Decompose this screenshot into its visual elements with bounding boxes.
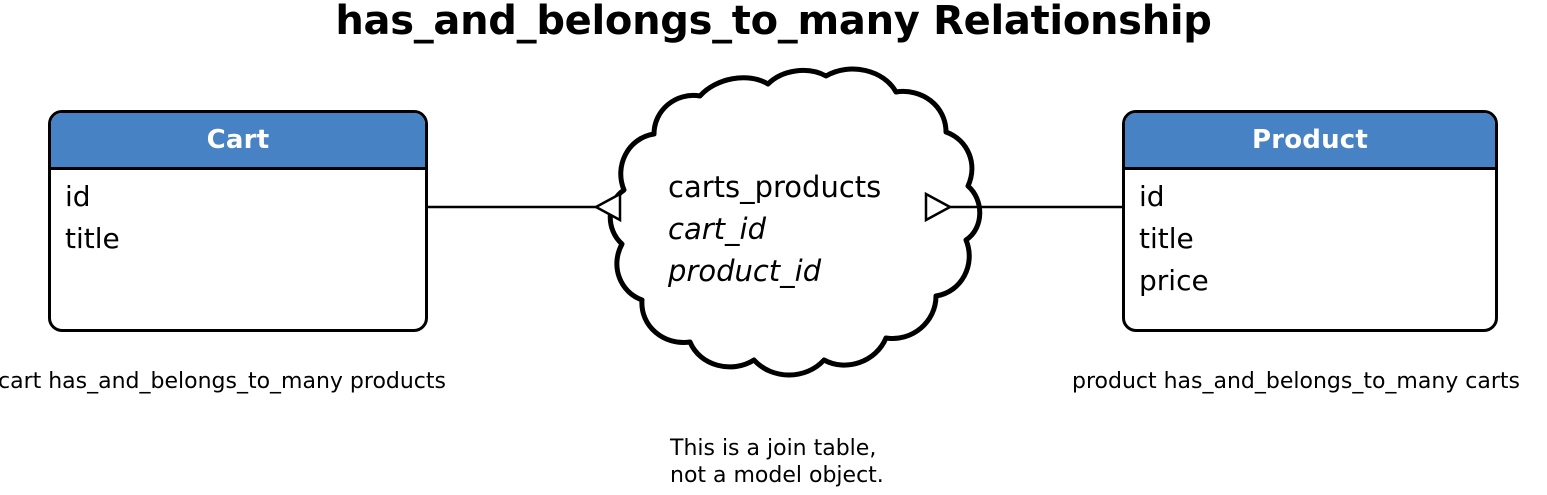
join-table-name: carts_products [668,170,882,204]
entity-cart[interactable]: Cart id title [48,110,428,332]
entity-cart-title: Cart [51,113,425,170]
caption-cart-relationship: cart has_and_belongs_to_many products [0,369,446,394]
join-table-column-product-id: product_id [668,254,822,288]
entity-product-fields: id title price [1125,170,1495,302]
crows-foot-marker-left [593,191,622,223]
join-table-note-line-1: This is a join table, [670,436,877,461]
entity-field: id [65,180,91,213]
caption-product-relationship: product has_and_belongs_to_many carts [1072,369,1520,394]
page-title: has_and_belongs_to_many Relationship [335,0,1212,44]
join-table-text: carts_products cart_id product_id [620,166,940,292]
entity-field: id [1139,180,1165,213]
join-table-note-line-2: not a model object. [670,463,884,488]
entity-field: title [65,222,120,255]
entity-product-title: Product [1125,113,1495,170]
entity-product[interactable]: Product id title price [1122,110,1498,332]
join-table-note: This is a join table, not a model object… [670,435,884,489]
entity-cart-fields: id title [51,170,425,260]
entity-field: price [1139,264,1209,297]
entity-field: title [1139,222,1194,255]
join-table-column-cart-id: cart_id [668,212,766,246]
